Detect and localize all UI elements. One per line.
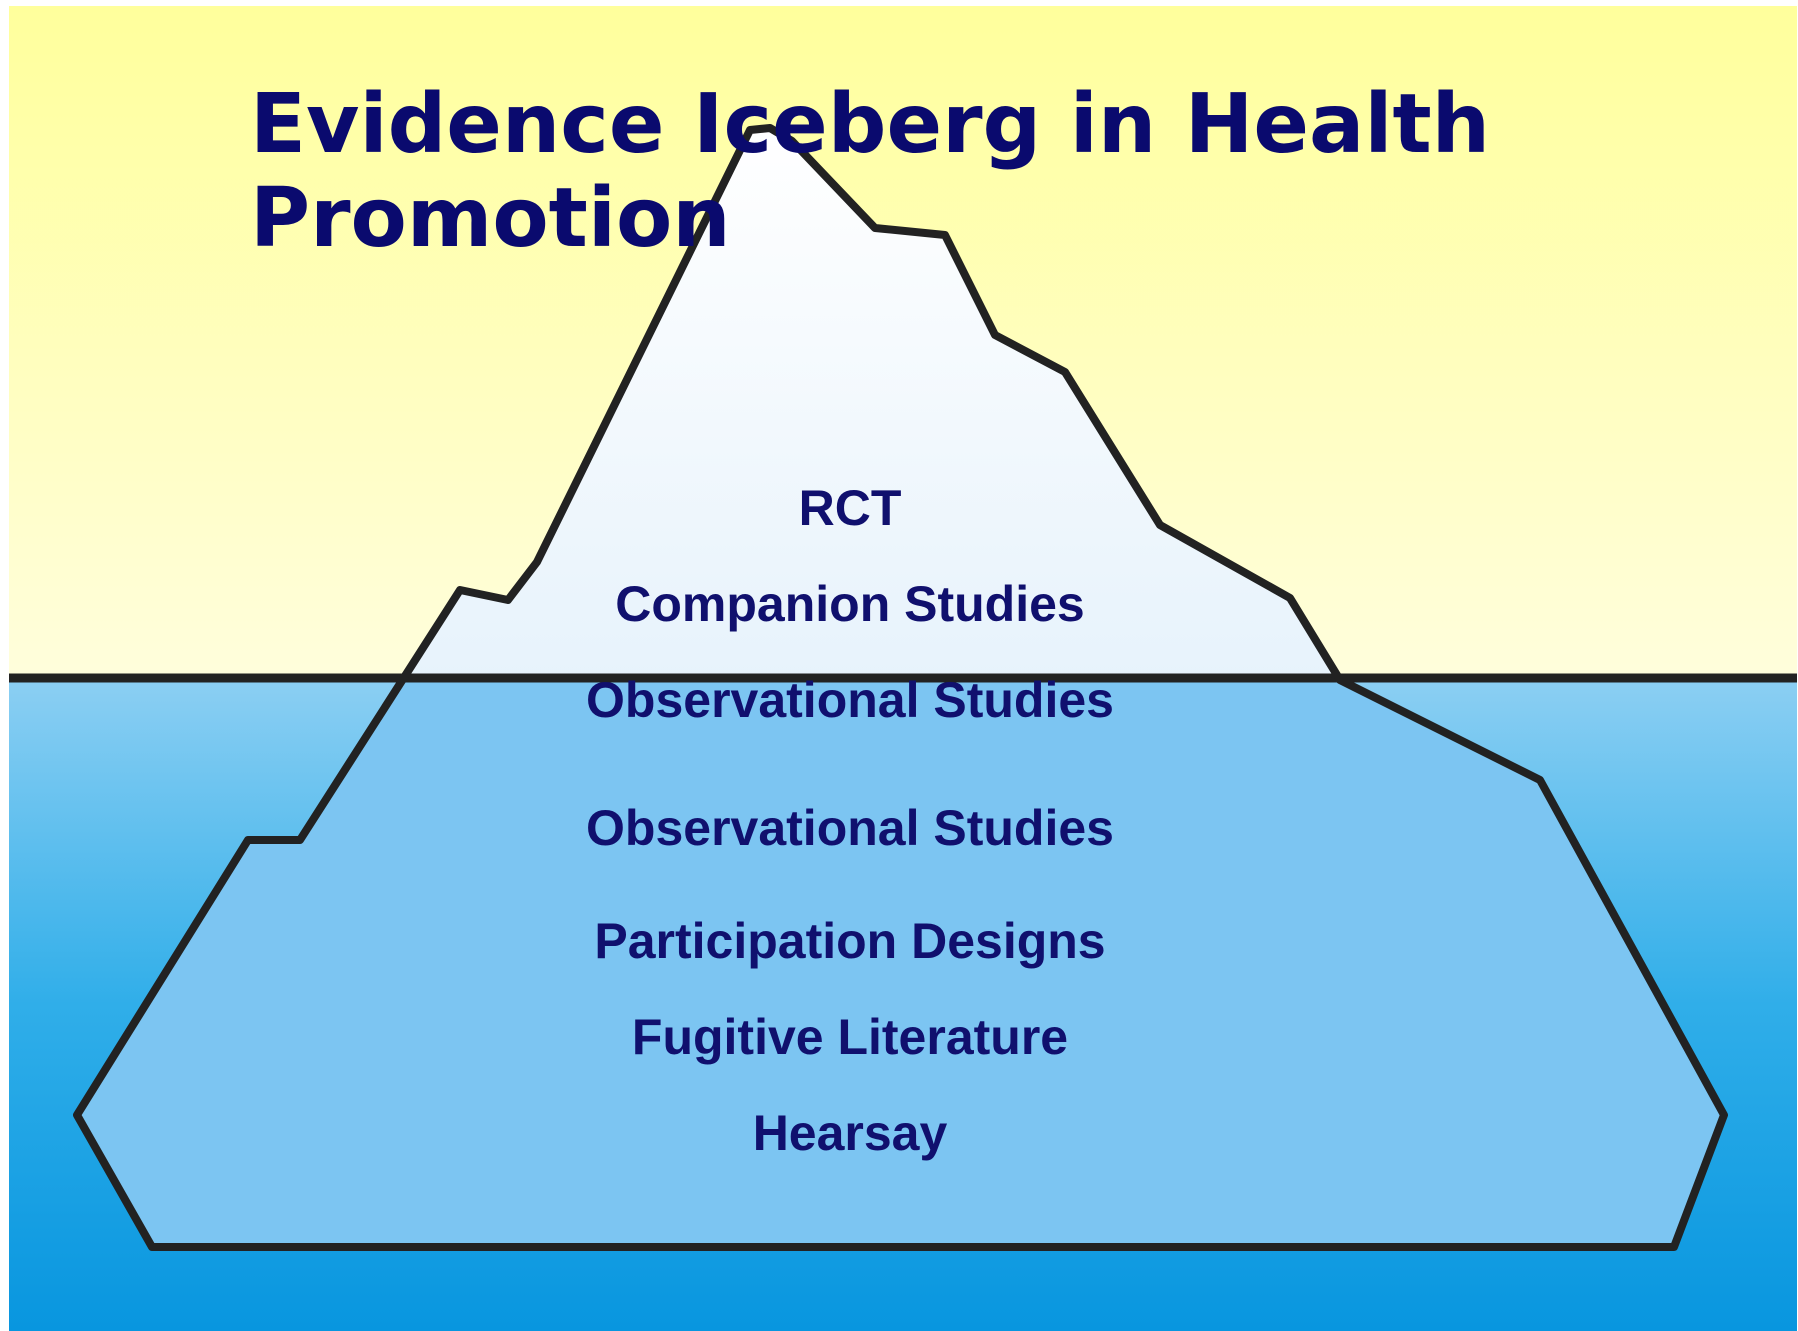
layer-companion-studies: Companion Studies bbox=[615, 576, 1085, 632]
layer-fugitive-literature: Fugitive Literature bbox=[631, 1009, 1069, 1065]
layer-participation-designs: Participation Designs bbox=[594, 913, 1106, 969]
layer-observational-studies-below: Observational Studies bbox=[586, 800, 1114, 856]
iceberg-visible-tip bbox=[403, 128, 1339, 678]
layer-rct: RCT bbox=[798, 480, 902, 536]
slide-title: Evidence Iceberg in Health Promotion bbox=[250, 77, 1491, 266]
layer-hearsay: Hearsay bbox=[752, 1105, 948, 1161]
iceberg-underwater-part bbox=[77, 678, 1724, 1247]
iceberg-outline bbox=[73, 124, 1728, 1251]
layer-observational-studies-above: Observational Studies bbox=[586, 672, 1114, 728]
